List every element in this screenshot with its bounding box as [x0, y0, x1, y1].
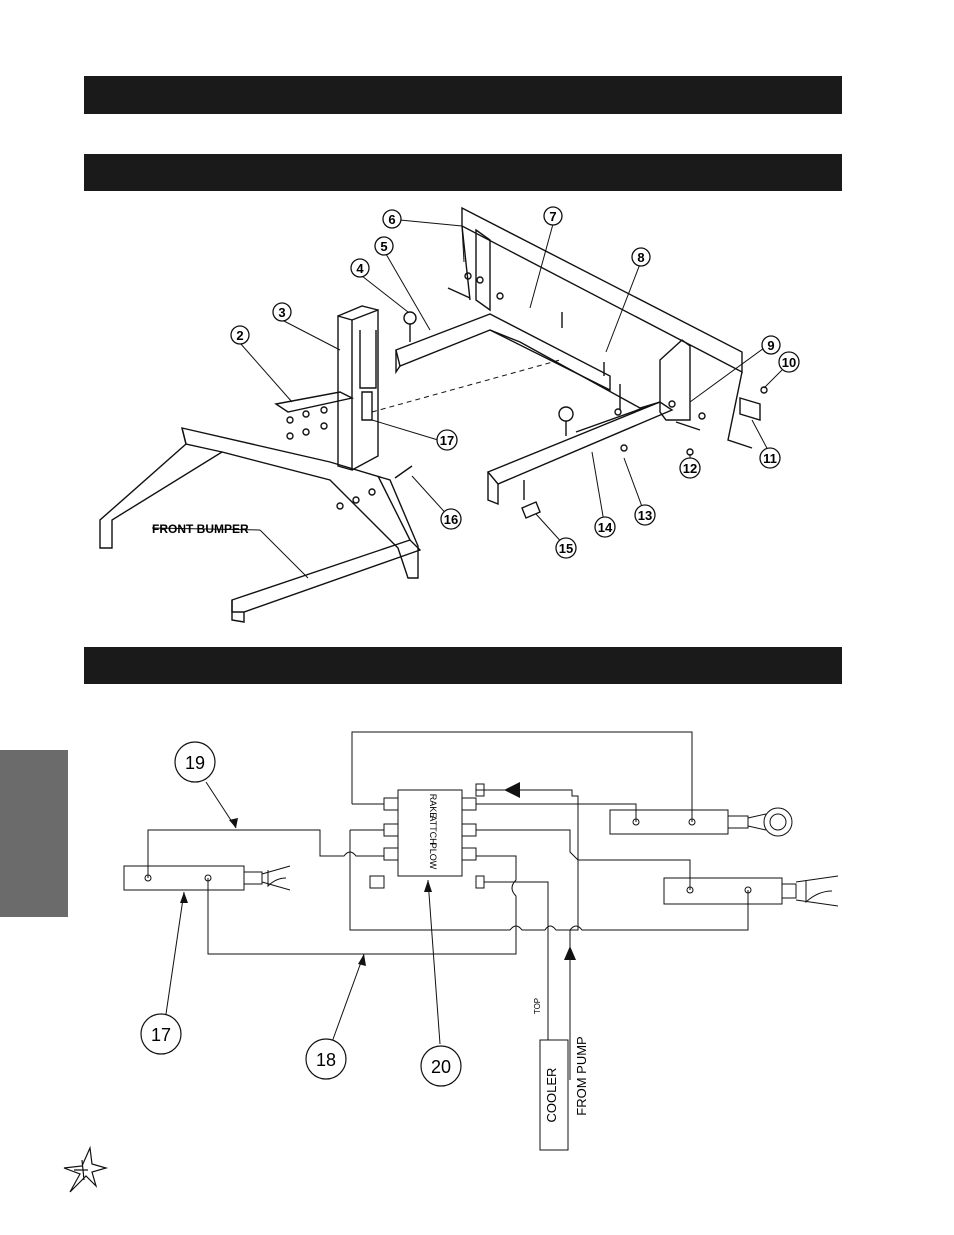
callout-17-label: 17: [440, 433, 454, 448]
pin-15: [521, 501, 541, 519]
callout-12: 12: [679, 457, 701, 479]
front-bumper-label: FRONT BUMPER: [152, 522, 249, 536]
valve-block: [397, 789, 463, 877]
rake-cylinder-body: [609, 809, 729, 835]
knob-right: [558, 406, 574, 422]
right-rail: [486, 401, 674, 485]
section-header-bar-3: [84, 647, 842, 684]
blade-bracket-left: [475, 228, 491, 312]
callout-9: 9: [761, 335, 781, 355]
frame-parts: [99, 206, 768, 623]
callout-3-label: 3: [278, 305, 285, 320]
callout-10-label: 10: [782, 355, 796, 370]
valve-label-rake: RAKE: [428, 794, 438, 819]
ram-cylinder: [361, 391, 373, 421]
callout-2-label: 2: [236, 328, 243, 343]
hydraulic-lines: [123, 731, 839, 1151]
bolt-16: [394, 465, 413, 479]
callout-7: 7: [543, 206, 563, 226]
mount-plate: [274, 391, 355, 413]
callout-9-label: 9: [767, 338, 774, 353]
knob-4: [403, 311, 417, 325]
top-label: TOP: [533, 998, 542, 1014]
hydraulic-callout-18-label: 18: [316, 1050, 336, 1070]
callout-2: 2: [230, 325, 250, 345]
hydraulic-callout-17-label: 17: [151, 1025, 171, 1045]
blade-plate: [739, 397, 761, 421]
front-bumper-edge: [181, 427, 223, 453]
callout-15-label: 15: [559, 541, 573, 556]
callout-14: 14: [594, 516, 616, 538]
hydraulic-callout-19-label: 19: [185, 753, 205, 773]
attach-cylinder-body: [663, 877, 783, 905]
callout-15: 15: [555, 537, 577, 559]
callout-13: 13: [634, 504, 656, 526]
upright-post: [337, 315, 353, 471]
callout-12-label: 12: [683, 461, 697, 476]
callout-5-label: 5: [380, 239, 387, 254]
leader-lines: [151, 219, 783, 579]
hydraulic-callout-17: 17: [140, 1013, 182, 1055]
exploded-callouts: 2 3 4 5 6 7 8 9 10 11 12 13 14 15 16 17: [230, 206, 800, 559]
valve-label-plow: PLOW: [428, 843, 438, 870]
left-rail: [395, 313, 611, 392]
cooler-box: [539, 1039, 569, 1151]
section-header-bar-2: [84, 154, 842, 191]
hydraulic-callout-20-label: 20: [431, 1057, 451, 1077]
exploded-assembly-drawing: 2 3 4 5 6 7 8 9 10 11 12 13 14 15 16 17 …: [99, 206, 800, 623]
hydraulic-callout-18: 18: [305, 1038, 347, 1080]
hydraulic-callout-20: 20: [420, 1045, 462, 1087]
hydraulic-callout-19: 19: [174, 741, 216, 783]
callout-13-label: 13: [638, 508, 652, 523]
blade-bracket-right: [659, 339, 691, 421]
callout-4: 4: [350, 258, 370, 278]
callout-11-label: 11: [763, 451, 777, 466]
cooler-label: COOLER: [544, 1068, 559, 1123]
front-bumper-left-arm: [99, 427, 419, 579]
star-burst-logo: [63, 1145, 109, 1193]
callout-5: 5: [374, 236, 394, 256]
port-dots: [144, 818, 752, 894]
callout-17: 17: [436, 429, 458, 451]
front-bumper-crossbar: [231, 539, 422, 613]
callout-10: 10: [778, 351, 800, 373]
callout-11: 11: [759, 447, 781, 469]
callout-3: 3: [272, 302, 292, 322]
plow-blade-top: [461, 206, 743, 374]
side-thumb-tab: [0, 750, 68, 917]
callout-6-label: 6: [388, 212, 395, 227]
alignment-dashed-line: [371, 359, 561, 413]
flow-arrows: [504, 782, 576, 960]
callout-7-label: 7: [549, 209, 556, 224]
left-cylinder-body: [123, 865, 245, 891]
from-pump-label: FROM PUMP: [574, 1036, 589, 1115]
callout-16-label: 16: [444, 512, 458, 527]
callout-6: 6: [382, 209, 402, 229]
callout-8: 8: [631, 247, 651, 267]
section-header-bar-1: [84, 76, 842, 114]
callout-4-label: 4: [356, 261, 364, 276]
callout-16: 16: [440, 508, 462, 530]
callout-14-label: 14: [598, 520, 613, 535]
valve-label-attch: ATTCH: [428, 815, 438, 844]
callout-8-label: 8: [637, 250, 644, 265]
